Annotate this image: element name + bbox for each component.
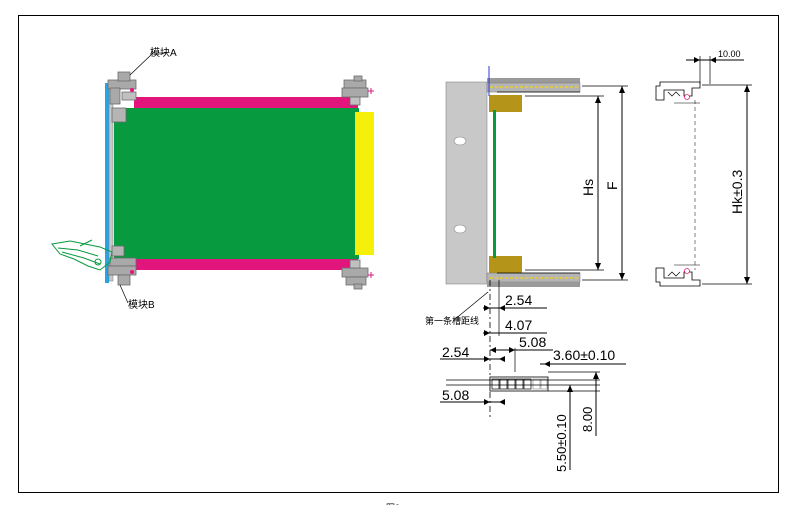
bottom-rail [134,259,358,270]
bottom-left-screw-icon [130,270,134,274]
first-slot-line-label: 第一条槽距线 [425,315,479,326]
module-a-label: 模块A [150,47,177,59]
top-right-hardware [341,75,369,106]
bottom-right-screw-icon [368,272,374,278]
bottom-guide-block [489,256,522,273]
pcb-board [114,108,359,259]
front-panel [105,83,109,283]
top-rail-profile [655,81,701,101]
panel-block [445,81,488,285]
dim-10-00: 10.00 [718,49,741,59]
ejector-handle-icon [51,239,113,271]
panel-hole-top [453,136,467,146]
dim-hs-label: Hs [580,179,596,196]
dim-5-50: 5.50±0.10 [554,414,569,472]
bottom-rail-screw-icon [684,268,690,274]
pin-detail: 5.08 2.54 3.60±0.10 [440,334,626,472]
dim-2-54-top: 2.54 [505,292,532,308]
dim-5-08-left: 5.08 [442,387,469,403]
module-b-label: 模块B [128,299,155,311]
section-view: Hs F 第一条槽距线 2.54 4.07 [425,66,628,420]
top-left-hardware [107,71,137,123]
dim-4-07: 4.07 [505,317,532,333]
pcb-edge-section [493,110,496,258]
pin-strip [489,376,549,392]
dim-hk-label: Hk±0.3 [729,170,745,214]
dim-2-54-left: 2.54 [442,344,469,360]
figure-caption: 图3 [386,503,400,505]
module-a-leader [129,52,154,76]
dim-f-label: F [604,181,620,190]
pin-row [491,378,548,390]
dim-5-08-top: 5.08 [519,334,546,350]
module-assembly: 模块A 模块B [51,47,374,311]
rail-profile: 10.00 Hk±0.3 [655,49,752,287]
top-right-screw-icon [368,88,374,94]
top-rail-screw-icon [684,94,690,100]
bottom-right-hardware [341,259,369,290]
dim-3-60: 3.60±0.10 [553,347,615,363]
top-left-screw-icon [130,88,134,92]
module-b-leader [119,284,129,304]
drawing-frame [18,15,779,493]
top-rail [134,97,358,108]
bottom-rail-profile [655,267,701,287]
panel-hole-bottom [453,224,467,234]
connector [355,112,374,255]
top-guide-block [489,95,522,112]
dim-8-00: 8.00 [580,407,595,432]
